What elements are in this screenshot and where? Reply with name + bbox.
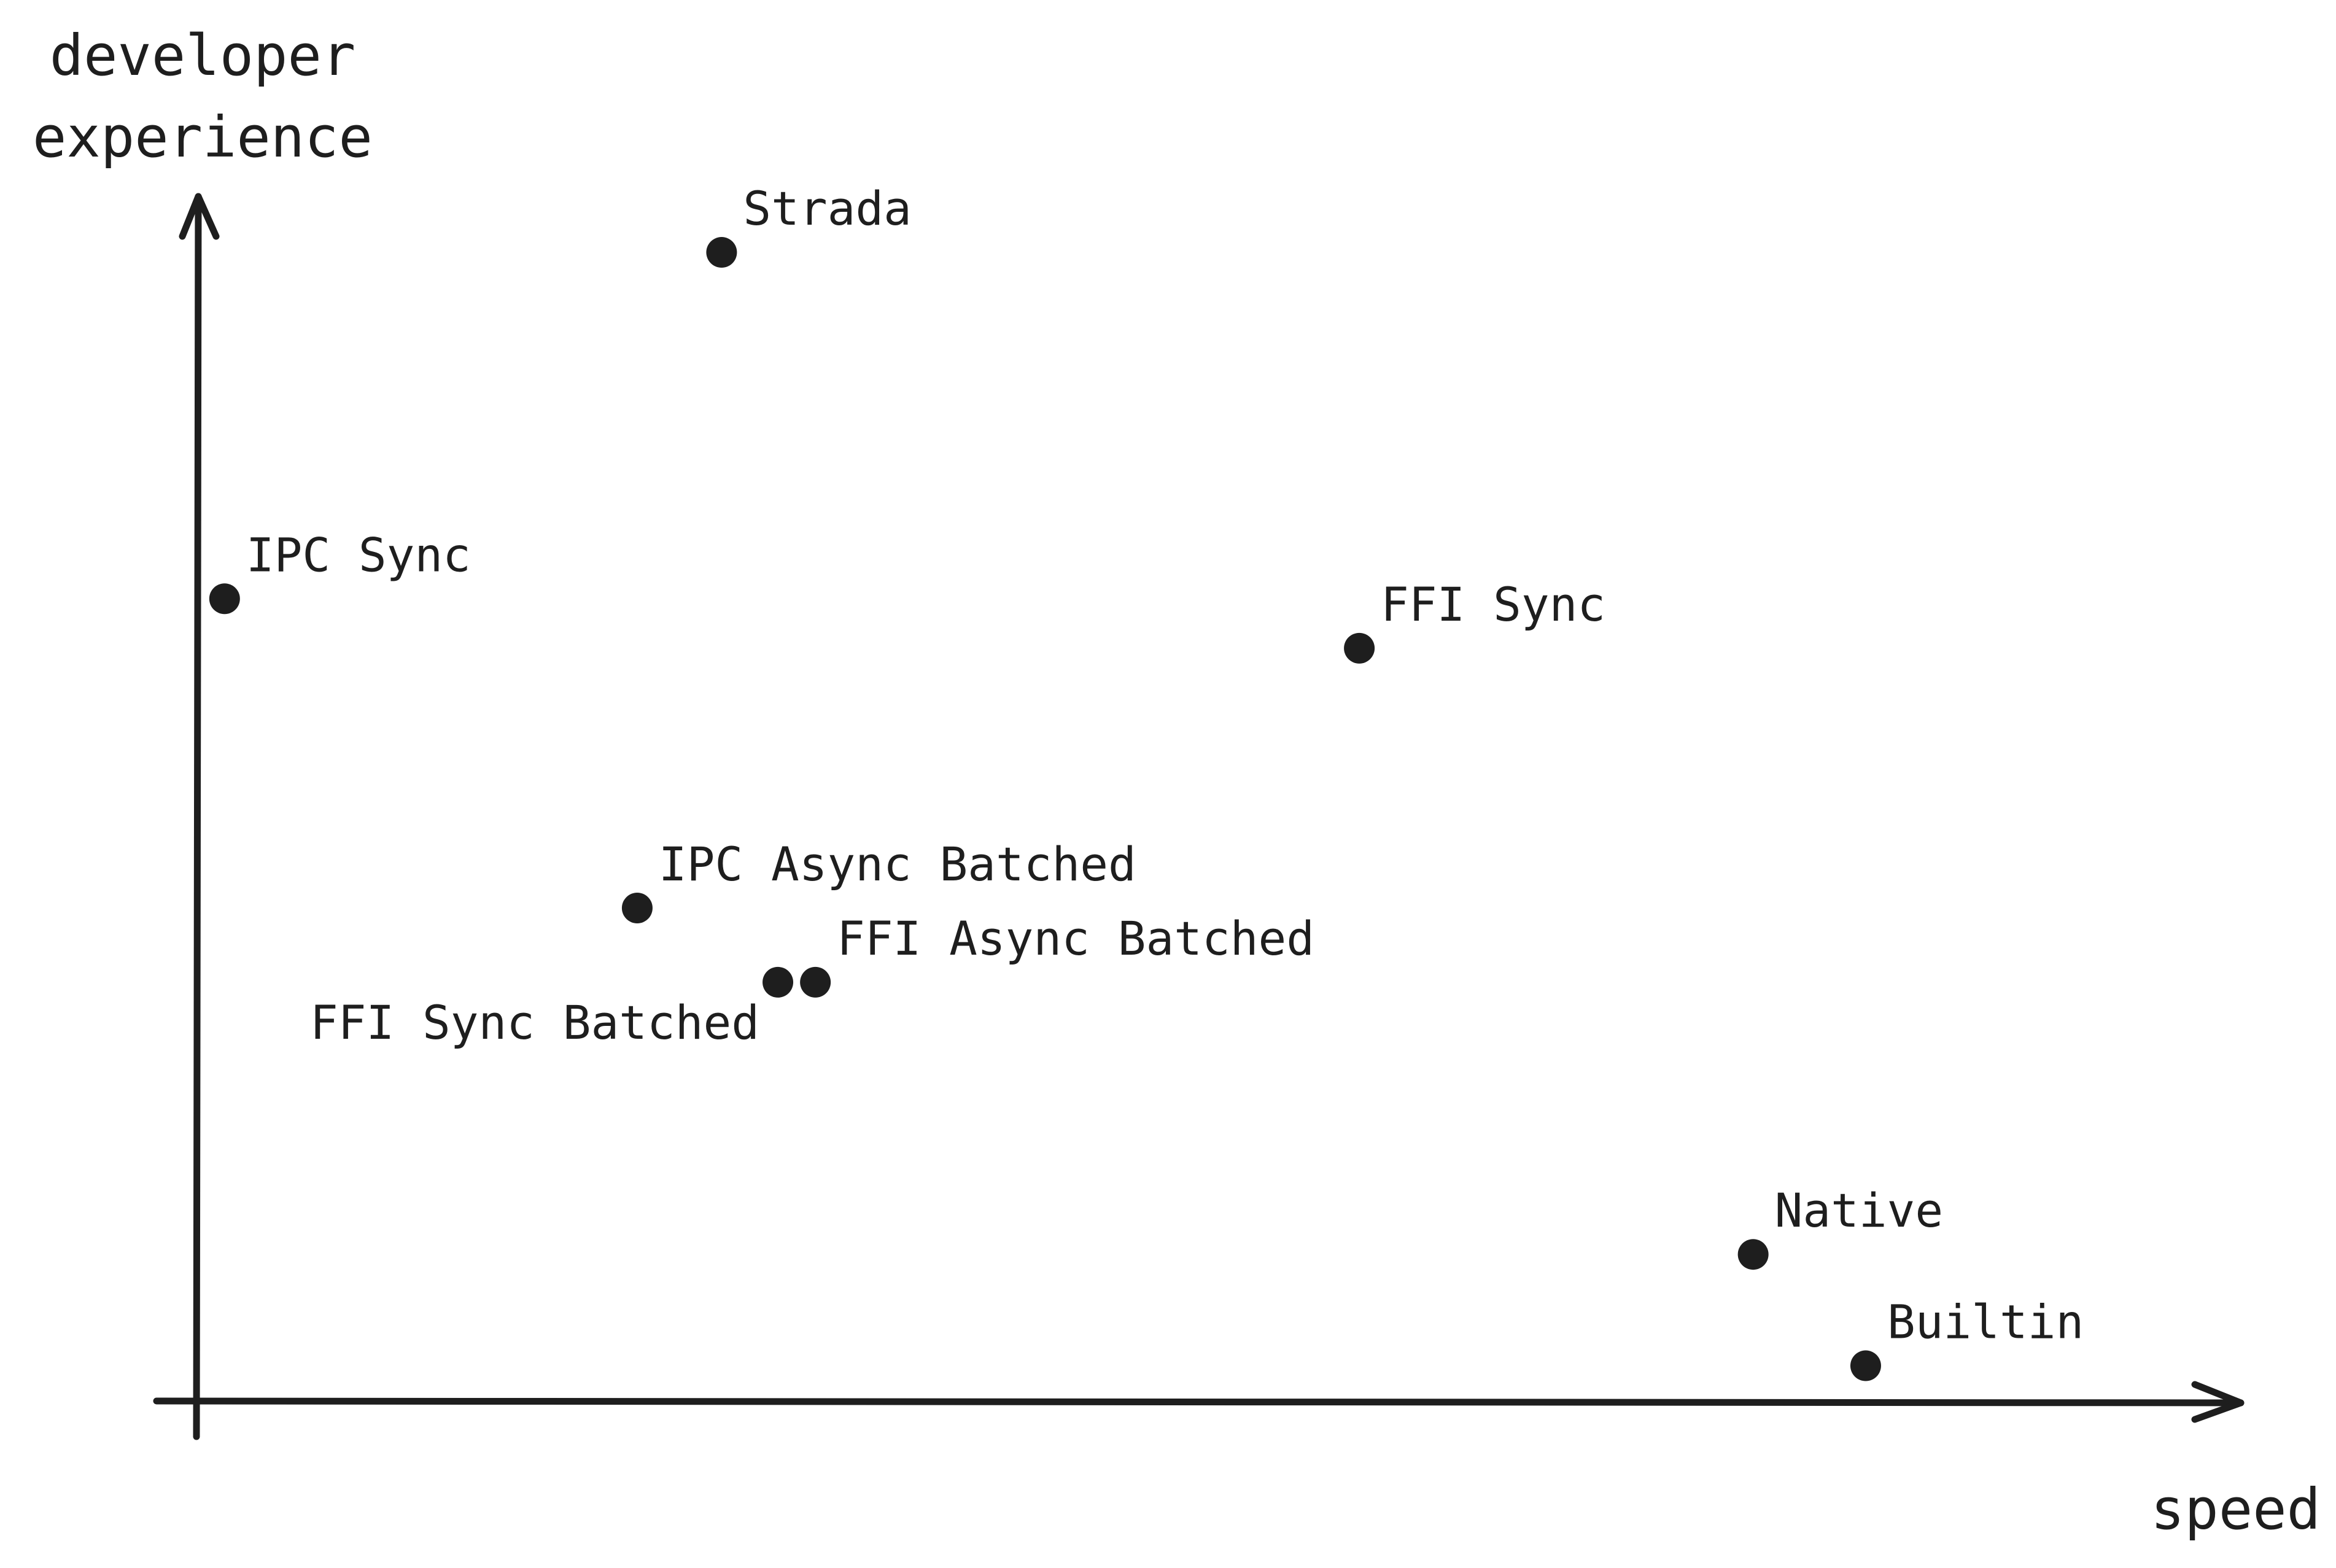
data-point (1737, 1239, 1769, 1270)
x-axis-arrowhead (2191, 1381, 2245, 1423)
data-point (706, 237, 737, 268)
data-point (209, 583, 240, 615)
data-label: IPC Sync (246, 527, 471, 582)
data-label: IPC Async Batched (659, 837, 1136, 891)
data-label: FFI Sync Batched (310, 995, 759, 1050)
x-axis (153, 1397, 2245, 1407)
data-point (762, 966, 794, 998)
data-point (1344, 632, 1375, 664)
data-point (800, 966, 831, 998)
data-label: Strada (743, 181, 912, 236)
data-label: FFI Sync (1381, 577, 1605, 632)
y-axis-title-line-2: experience (33, 104, 373, 170)
data-point (621, 893, 653, 923)
data-label: Native (1775, 1183, 1944, 1238)
y-axis (193, 193, 202, 1440)
data-label: Builtin (1887, 1295, 2084, 1349)
data-point (1850, 1350, 1881, 1381)
data-label: FFI Async Batched (837, 911, 1314, 966)
y-axis-arrowhead (179, 193, 220, 240)
y-axis-title-line-1: developer (50, 23, 356, 88)
x-axis-title: speed (2151, 1477, 2321, 1542)
